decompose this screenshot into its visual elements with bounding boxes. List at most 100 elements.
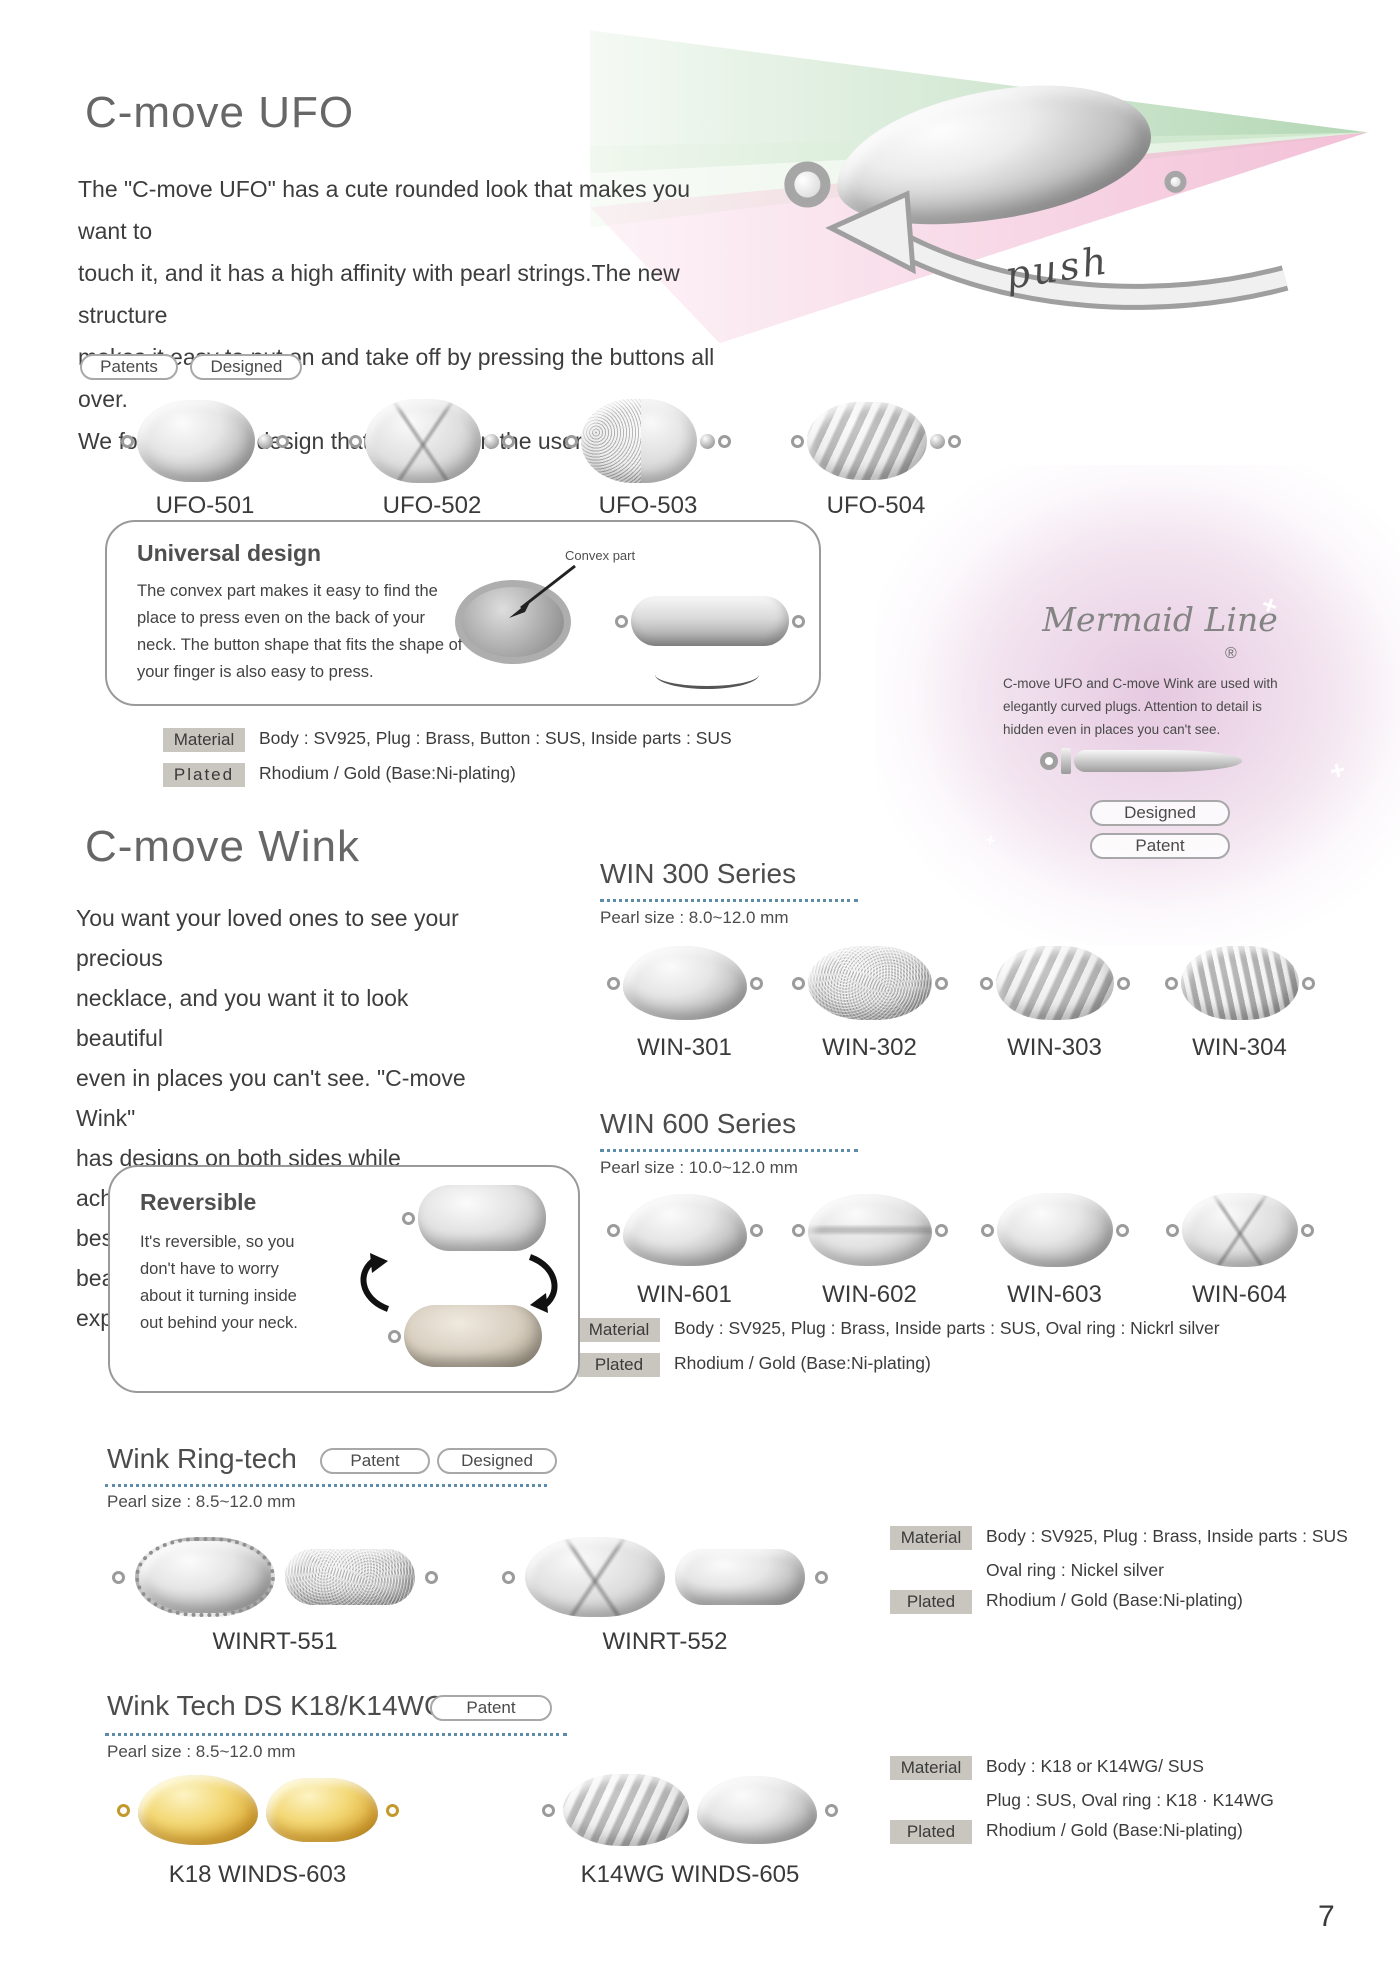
clasp-ring-icon (502, 1570, 515, 1584)
clasp-ring-icon (385, 1803, 399, 1817)
product-label: WIN-602 (822, 1281, 917, 1308)
material-value: Body : K18 or K14WG/ SUS (986, 1756, 1204, 1776)
clasp-image (525, 1537, 665, 1617)
clasp-ring-icon (791, 434, 804, 448)
dotted-divider (105, 1484, 547, 1487)
plated-value: Rhodium / Gold (Base:Ni-plating) (986, 1590, 1243, 1610)
callout-arrow-icon (509, 564, 576, 618)
clasp-ring-icon (349, 434, 362, 448)
clasp-image (135, 1537, 275, 1617)
wink-section-title: C-move Wink (85, 822, 361, 871)
ringtech-material-row2: Oval ring : Nickel silver (986, 1560, 1164, 1581)
clasp-ring-icon (948, 434, 961, 448)
reversible-box: Reversible It's reversible, so you don't… (108, 1165, 580, 1393)
reversible-title: Reversible (140, 1189, 257, 1215)
win600-pearl-size: Pearl size : 10.0~12.0 mm (600, 1158, 798, 1177)
patent-badge: Patent (1090, 833, 1230, 859)
clasp-ring-icon (979, 976, 993, 990)
clasp-ring-icon (112, 1570, 125, 1584)
clasp-image (996, 1193, 1113, 1267)
rotate-arrow-icon (360, 1253, 390, 1312)
clasp-image (1181, 1193, 1298, 1267)
plug-collar (1061, 748, 1071, 774)
clasp-ring-icon (815, 1570, 828, 1584)
clasp-ring-icon (980, 1223, 994, 1237)
clasp-image (137, 400, 255, 482)
material-value: Body : SV925, Plug : Brass, Button : SUS… (259, 728, 732, 748)
product-label: UFO-502 (382, 492, 482, 519)
clasp-image (1180, 946, 1299, 1020)
clasp-side-image (285, 1549, 415, 1605)
ringtech-title: Wink Ring-tech (107, 1443, 297, 1474)
clasp-side-image (675, 1549, 805, 1605)
product-win-304: WIN-304 (1147, 938, 1332, 1062)
clasp-ring-icon (276, 434, 289, 448)
clasp-ring-icon (606, 1223, 620, 1237)
clasp-ring-icon (749, 976, 763, 990)
mermaid-plug-image (1040, 748, 1242, 774)
product-win-602: WIN-602 (777, 1185, 962, 1309)
material-chip: Material (163, 728, 245, 752)
product-win-604: WIN-604 (1147, 1185, 1332, 1309)
product-k14wg-winds-605: K14WG WINDS-605 (520, 1765, 860, 1889)
product-label: WIN-301 (637, 1034, 732, 1061)
clasp-ring-icon (116, 1803, 130, 1817)
dotted-divider (600, 899, 858, 902)
clasp-ring-icon (1301, 976, 1315, 990)
clasp-bead-icon (930, 433, 945, 449)
clasp-body (404, 1305, 542, 1367)
rotate-arrow-icon (528, 1254, 558, 1313)
product-label: WIN-304 (1192, 1034, 1287, 1061)
product-win-601: WIN-601 (592, 1185, 777, 1309)
page-number: 7 (1318, 1900, 1335, 1933)
designed-badge: Designed (190, 354, 303, 380)
clasp-body (418, 1185, 546, 1251)
push-arrow-icon (825, 190, 1289, 310)
clasp-image (581, 399, 697, 483)
clasp-ring-icon (1165, 1223, 1179, 1237)
win300-series-title: WIN 300 Series (600, 858, 797, 889)
clasp-ring-icon (542, 1803, 555, 1817)
clasp-ring-icon (791, 1223, 805, 1237)
product-label: WIN-303 (1007, 1034, 1102, 1061)
product-label: UFO-501 (155, 492, 255, 519)
product-ufo-503: UFO-503 (553, 396, 743, 520)
product-label: WIN-604 (1192, 1281, 1287, 1308)
product-win-301: WIN-301 (592, 938, 777, 1062)
plated-value: Rhodium / Gold (Base:Ni-plating) (986, 1820, 1243, 1840)
patents-badge: Patents (80, 354, 178, 380)
clasp-back-view-image (455, 580, 571, 664)
clasp-ring-icon (749, 1223, 763, 1237)
clasp-ring-icon (606, 976, 620, 990)
clasp-ring-icon (502, 434, 515, 448)
techds-pearl-size: Pearl size : 8.5~12.0 mm (107, 1742, 296, 1761)
product-win-303: WIN-303 (962, 938, 1147, 1062)
product-label: WINRT-551 (212, 1628, 338, 1655)
clasp-ring-icon (1116, 976, 1130, 990)
clasp-ring-icon (934, 1223, 948, 1237)
designed-badge: Designed (1090, 800, 1230, 826)
product-ufo-501: UFO-501 (110, 396, 300, 520)
clasp-ring-icon (425, 1570, 438, 1584)
patent-badge: Patent (320, 1448, 430, 1474)
win300-pearl-size: Pearl size : 8.0~12.0 mm (600, 908, 789, 927)
clasp-image (622, 946, 747, 1020)
reversible-clasp-front-image (402, 1185, 546, 1251)
ufo-material-row: Material Body : SV925, Plug : Brass, Butt… (163, 728, 732, 752)
clasp-image (365, 399, 481, 483)
material-value: Body : SV925, Plug : Brass, Inside parts… (986, 1526, 1348, 1546)
plated-value: Rhodium / Gold (Base:Ni-plating) (674, 1353, 931, 1373)
clasp-bead-icon (258, 433, 273, 449)
clasp-ring-icon (615, 614, 628, 628)
material-value: Oval ring : Nickel silver (986, 1560, 1164, 1580)
product-label: WIN-603 (1007, 1281, 1102, 1308)
material-value: Plug : SUS, Oval ring : K18 · K14WG (986, 1790, 1274, 1810)
clasp-bead-icon (484, 433, 499, 449)
clasp-ring-icon (934, 976, 948, 990)
dotted-divider (105, 1733, 567, 1736)
clasp-image (265, 1778, 378, 1842)
reversible-body: It's reversible, so you don't have to wo… (140, 1233, 298, 1332)
